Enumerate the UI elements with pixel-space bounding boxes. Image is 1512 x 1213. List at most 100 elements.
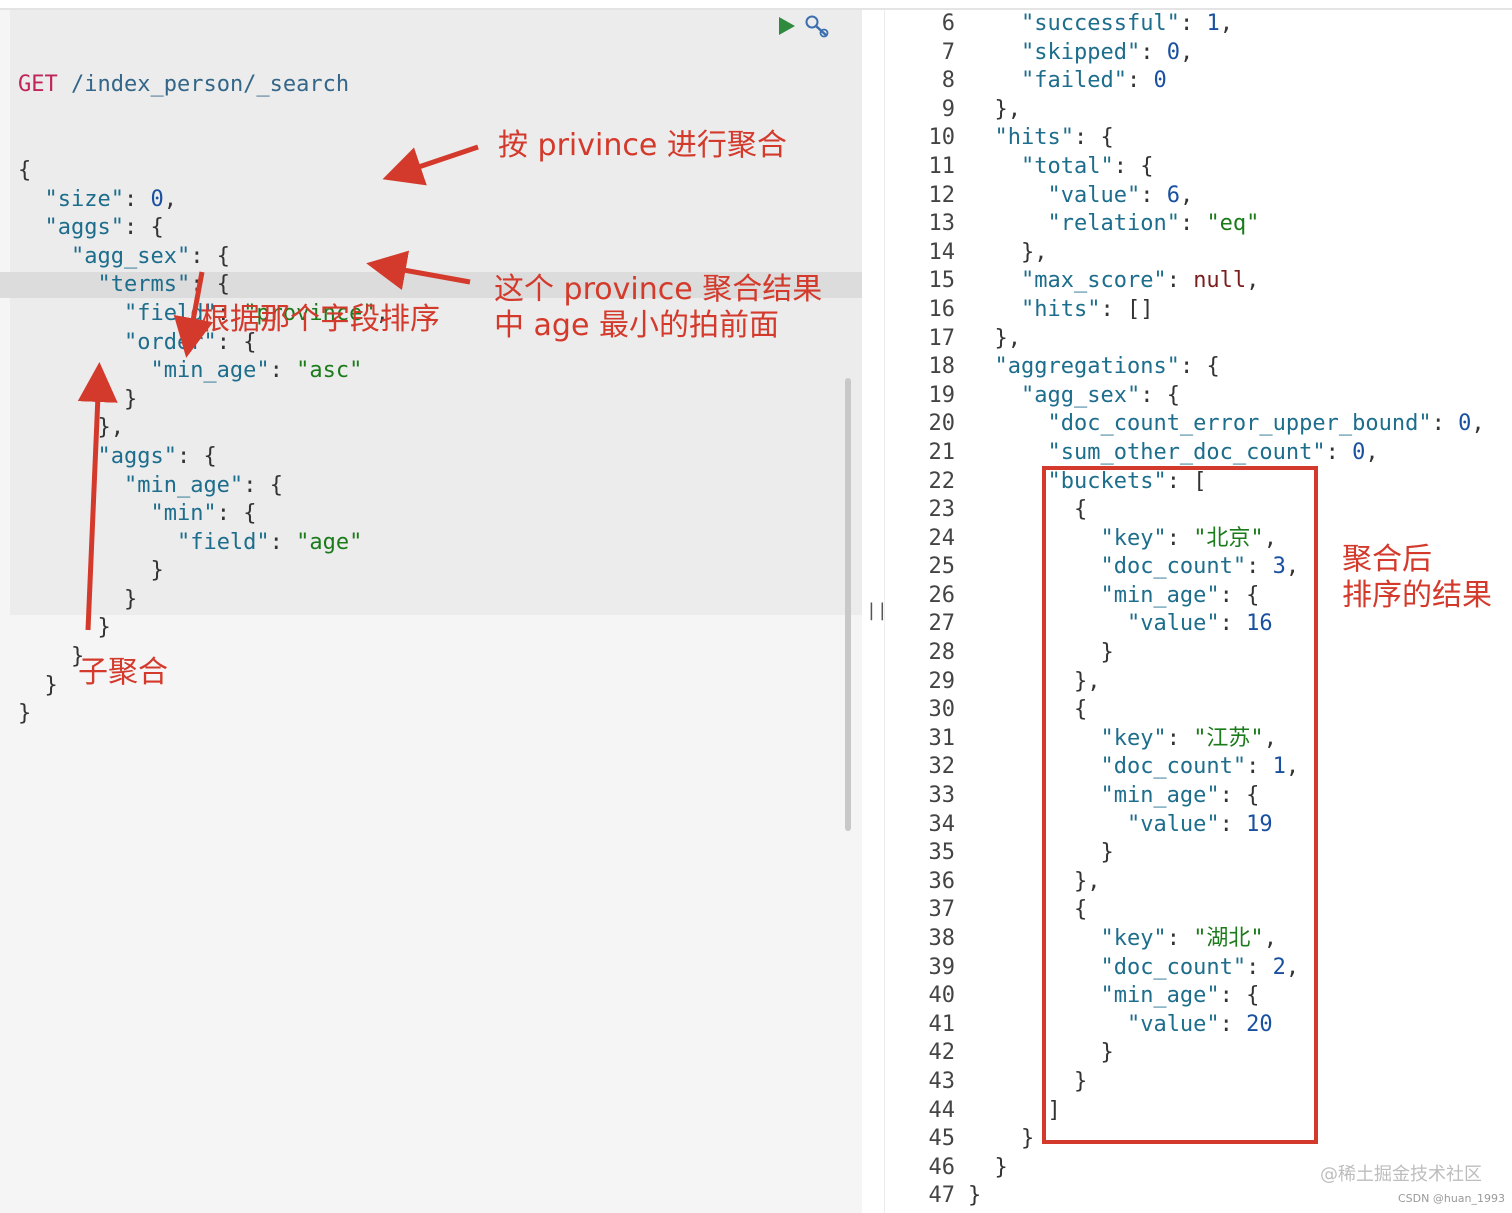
- response-code-line: "min_age": {: [1100, 983, 1260, 1009]
- request-line: GET /index_person/_search: [18, 71, 389, 100]
- annotation-sub-agg: 子聚合: [78, 655, 168, 690]
- line-number: 15: [928, 268, 956, 294]
- response-code-line: },: [1073, 668, 1101, 694]
- request-code-line: "min_age": "asc": [150, 358, 363, 384]
- line-number: 6: [941, 11, 955, 36]
- response-code-line: "agg_sex": {: [1020, 382, 1180, 408]
- line-number: 22: [928, 468, 956, 494]
- line-number: 20: [928, 411, 956, 437]
- line-number: 24: [928, 525, 956, 551]
- line-number: 7: [941, 39, 955, 65]
- response-code[interactable]: "successful": 1, "skipped": 0, "failed":…: [968, 10, 1485, 1211]
- arrow-to-aggs: [77, 362, 118, 631]
- response-code-line: {: [1073, 697, 1088, 723]
- pane-divider-handle[interactable]: ||: [866, 600, 888, 621]
- line-number: 40: [928, 983, 956, 1009]
- watermark-site: @稀土掘金技术社区: [1320, 1164, 1482, 1185]
- response-code-line: "hits": []: [1020, 296, 1154, 322]
- response-code-line: "doc_count": 2,: [1100, 954, 1300, 980]
- response-code-line: "value": 20: [1126, 1011, 1273, 1037]
- response-code-line: {: [1073, 897, 1088, 923]
- line-number: 10: [928, 125, 956, 151]
- response-code-line: }: [1100, 640, 1114, 666]
- response-code-line: {: [1073, 497, 1088, 523]
- request-code-line: {: [18, 157, 32, 183]
- request-editor-scrollbar[interactable]: [845, 378, 851, 831]
- line-number: 16: [928, 296, 956, 322]
- request-code-line: "size": 0,: [44, 186, 177, 212]
- request-code-line: "field": "age": [176, 529, 363, 555]
- line-number: 34: [928, 811, 956, 837]
- response-code-line: },: [1073, 868, 1101, 894]
- response-code-line: }: [1073, 1068, 1088, 1094]
- line-number: 46: [928, 1154, 956, 1180]
- line-number: 26: [928, 582, 956, 608]
- line-number: 13: [928, 211, 956, 237]
- response-code-line: "failed": 0: [1020, 68, 1167, 94]
- request-code-line: }: [123, 386, 138, 412]
- response-code-line: "doc_count": 3,: [1100, 554, 1300, 580]
- line-number: 38: [928, 926, 956, 951]
- request-code[interactable]: GET /index_person/_search { "size": 0, "…: [18, 14, 389, 757]
- arrow-to-terms: [382, 144, 479, 186]
- request-code-line: "min": {: [150, 501, 257, 527]
- response-code-line: }: [1100, 1040, 1114, 1066]
- request-code-line: }: [44, 672, 58, 698]
- line-number: 42: [928, 1040, 956, 1066]
- response-pane-edge: [884, 10, 885, 1213]
- response-code-line: "skipped": 0,: [1020, 39, 1194, 65]
- line-number: 45: [928, 1126, 956, 1152]
- line-number: 12: [928, 182, 956, 208]
- annotation-sorted-result: 聚合后 排序的结果: [1342, 542, 1492, 613]
- request-code-line: }: [18, 701, 32, 727]
- line-number: 47: [928, 1183, 956, 1209]
- wrench-icon[interactable]: [804, 14, 832, 44]
- line-number: 23: [928, 497, 956, 523]
- line-number: 29: [928, 668, 956, 694]
- request-code-line: }: [123, 586, 138, 612]
- response-code-line: "hits": {: [994, 125, 1114, 151]
- request-method: GET: [18, 72, 58, 98]
- response-code-line: "buckets": [: [1047, 468, 1207, 494]
- request-code-line: "aggs": {: [97, 443, 217, 469]
- line-number: 11: [928, 153, 956, 179]
- buckets-highlight-box: [1042, 466, 1318, 1144]
- request-code-line: }: [97, 615, 111, 641]
- line-number: 25: [928, 554, 956, 580]
- response-code-line: "aggregations": {: [994, 354, 1220, 380]
- response-code-line: }: [1100, 840, 1114, 866]
- line-number: 31: [928, 725, 956, 751]
- line-number: 43: [928, 1068, 956, 1094]
- play-icon[interactable]: [778, 16, 796, 40]
- annotation-province-agg: 按 privince 进行聚合: [498, 128, 787, 163]
- line-number: 9: [941, 96, 955, 122]
- annotation-result-order: 这个 province 聚合结果 中 age 最小的拍前面: [494, 272, 823, 343]
- top-border: [0, 8, 1512, 10]
- response-code-line: },: [1020, 239, 1048, 265]
- response-code-line: ]: [1047, 1097, 1061, 1123]
- response-code-line: "key": "湖北",: [1100, 926, 1277, 951]
- response-code-line: },: [994, 96, 1022, 122]
- response-code-line: "min_age": {: [1100, 783, 1260, 809]
- line-number: 36: [928, 868, 956, 894]
- line-number: 21: [928, 439, 956, 465]
- response-code-line: },: [994, 325, 1022, 351]
- line-number: 41: [928, 1011, 956, 1037]
- request-code-line: }: [70, 644, 85, 670]
- annotation-sort-field: 根据那个字段排序: [200, 302, 440, 337]
- line-number: 33: [928, 783, 956, 809]
- line-number: 19: [928, 382, 956, 408]
- response-code-line: "key": "北京",: [1100, 525, 1277, 551]
- response-code-line: "max_score": null,: [1020, 268, 1260, 294]
- response-code-line: "key": "江苏",: [1100, 725, 1277, 751]
- response-code-line: "value": 19: [1126, 811, 1273, 837]
- arrow-to-min-age: [173, 271, 214, 358]
- line-number: 44: [928, 1097, 956, 1123]
- response-code-line: }: [994, 1154, 1008, 1180]
- request-code-line: }: [150, 558, 164, 584]
- response-code-line: "sum_other_doc_count": 0,: [1047, 439, 1379, 465]
- request-path: /index_person/_search: [71, 72, 350, 98]
- response-code-line: "doc_count_error_upper_bound": 0,: [1047, 411, 1485, 437]
